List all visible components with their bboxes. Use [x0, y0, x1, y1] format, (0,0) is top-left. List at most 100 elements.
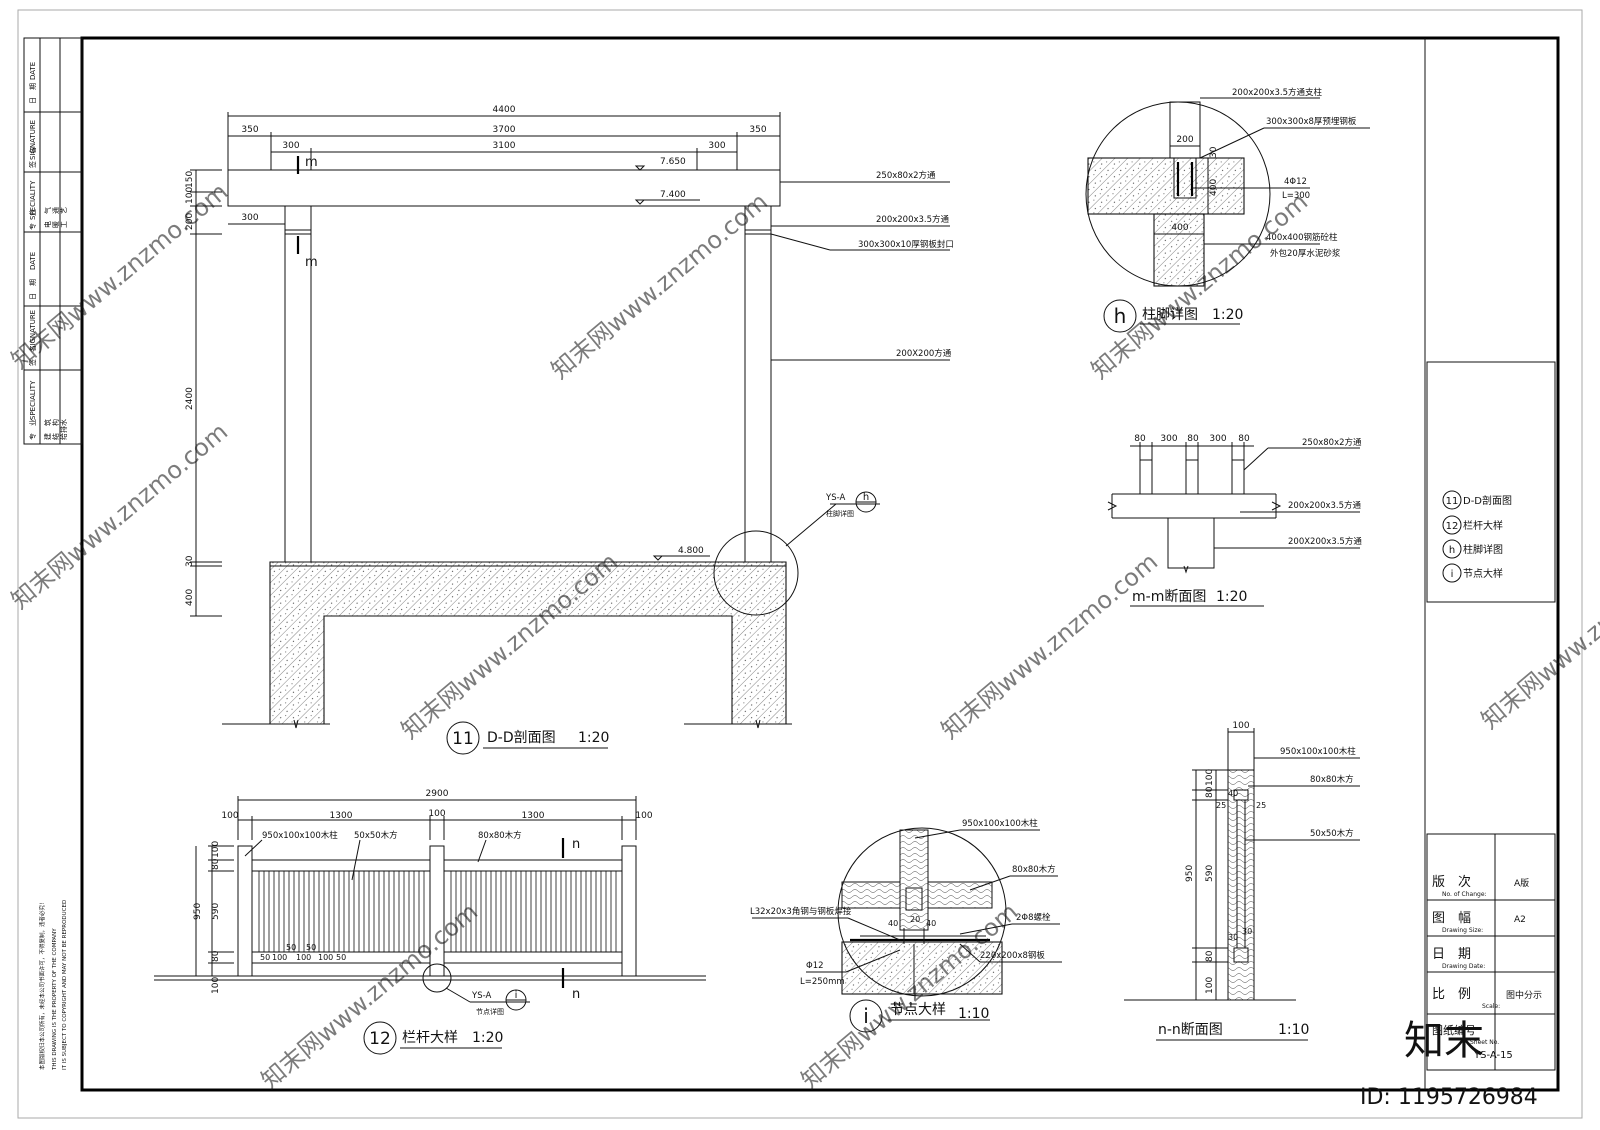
rail-baluster — [308, 870, 315, 953]
dd-dim-v150: 150 — [185, 171, 195, 188]
side-header-sign-2: SIGNATURE — [29, 310, 37, 350]
nn-section: 100 100 80 590 80 100 950 40 25 25 30 30… — [1124, 721, 1360, 1041]
node-dim-b: 20 — [910, 915, 920, 924]
rail-baluster — [550, 870, 557, 953]
dd-callout-ref: YS-A — [825, 493, 845, 503]
legend-icon-4: i — [1451, 569, 1454, 580]
legend-icon-3: h — [1449, 545, 1455, 556]
tb-val-2: A2 — [1514, 915, 1526, 925]
rail-label-rail: 80x80木方 — [478, 830, 522, 841]
tb-en-5: Sheet No. — [1470, 1039, 1499, 1046]
side-header-date-cn: 日 期 — [29, 83, 37, 104]
rail-post-left — [237, 845, 253, 977]
watermark-id: ID: 1195726984 — [1360, 1085, 1538, 1110]
rail-baluster — [328, 870, 335, 953]
side-spec-3: 工 艺 — [60, 207, 68, 228]
mm-dim-e: 80 — [1238, 434, 1250, 444]
colfoot-dim-h30: 30 — [1209, 146, 1219, 158]
rail-baluster — [258, 870, 265, 953]
rail-baluster — [500, 870, 507, 953]
rail-baluster — [348, 870, 355, 953]
drawing-legend: 11 D-D剖面图 12 栏杆大样 h 柱脚详图 i 节点大样 — [1426, 361, 1556, 603]
dd-elev-top: 7.650 — [660, 157, 686, 167]
rail-baluster — [530, 870, 537, 953]
dd-dim-v30: 30 — [185, 555, 195, 567]
mm-dim-b: 300 — [1160, 434, 1177, 444]
rail-dim-l100: 100 — [221, 811, 238, 821]
railing-elevation: 2900 100 1300 100 1300 100 100 8 — [154, 789, 706, 1055]
tb-en-1: No. of Change: — [1442, 891, 1487, 898]
side-note-en-1: THIS DRAWING IS THE PROPERTY OF THE COMP… — [52, 928, 58, 1071]
rail-dim-h100b: 100 — [211, 977, 221, 994]
nn-dim-h590: 590 — [1205, 865, 1215, 882]
dd-dim-v100: 100 — [185, 187, 195, 204]
side-spec2-1: 建 筑 — [43, 419, 52, 440]
dd-dim-v200: 200 — [185, 213, 195, 230]
colfoot-dim-w: 200 — [1176, 135, 1193, 145]
dd-dim-right: 350 — [749, 125, 766, 135]
side-spec-1: 电 气 — [43, 207, 52, 228]
dd-post-right — [744, 205, 772, 563]
legend-text-4: 节点大样 — [1463, 567, 1503, 580]
rail-dim-h590: 590 — [211, 903, 221, 920]
node-label-angle: L32x20x3角钢与钢板焊接 — [750, 906, 852, 917]
watermark-7: 知末网www.znzmo.com — [1476, 538, 1600, 735]
colfoot-label-rebar: 4Φ12 — [1284, 177, 1307, 187]
dd-dim-v400: 400 — [185, 589, 195, 606]
nn-title-scale: 1:10 — [1278, 1022, 1309, 1038]
colfoot-dim-base: 400 — [1171, 223, 1188, 233]
rail-baluster — [398, 870, 405, 953]
node-label-plate: 220x200x8钢板 — [980, 950, 1045, 961]
legend-icon-1: 11 — [1446, 496, 1459, 507]
dd-cut-m-top: m — [305, 155, 318, 170]
rail-baluster — [460, 870, 467, 953]
node-dim-a: 40 — [888, 919, 898, 928]
node-label-rail: 80x80木方 — [1012, 864, 1056, 875]
rail-baluster — [288, 870, 295, 953]
legend-text-2: 栏杆大样 — [1463, 519, 1503, 532]
rail-dim-mid100: 100 — [428, 809, 445, 819]
nn-label-baluster: 50x50木方 — [1310, 828, 1354, 839]
colfoot-label-pier: 400x400钢筋砼柱 — [1266, 232, 1338, 243]
rail-dim-s100b: 100 — [296, 953, 311, 962]
colfoot-title-id: h — [1114, 304, 1127, 328]
legend-icon-2: 12 — [1446, 521, 1459, 532]
rail-dim-span2: 1300 — [522, 811, 545, 821]
mm-dim-d: 300 — [1209, 434, 1226, 444]
node-detail: 40 20 40 950x100x100木柱 80x80木方 L32x20x3角… — [750, 818, 1062, 1033]
colfoot-label-finish: 外包20厚水泥砂浆 — [1270, 248, 1341, 259]
side-header-date-2: DATE — [29, 252, 37, 270]
rail-title-name: 栏杆大样 — [402, 1030, 458, 1046]
rail-detail-circle — [422, 963, 452, 993]
rail-baluster — [418, 870, 425, 953]
nn-dim-d40: 40 — [1228, 789, 1238, 798]
colfoot-label-post: 200x200x3.5方通支柱 — [1232, 87, 1323, 98]
rail-baluster — [610, 870, 617, 953]
tb-val-1: A版 — [1514, 877, 1529, 889]
rail-baluster — [510, 870, 517, 953]
mm-label-top: 250x80x2方通 — [1302, 437, 1362, 448]
tb-en-4: Scale: — [1482, 1003, 1500, 1010]
nn-dim-d25b: 25 — [1256, 801, 1266, 810]
rail-dim-r100: 100 — [635, 811, 652, 821]
colfoot-detail: 200 30 400 400 200x200x3.5方通支柱 300x300x8… — [1085, 87, 1370, 333]
rail-baluster — [338, 870, 345, 953]
node-label-bolt: 2Φ8螺栓 — [1016, 912, 1051, 923]
rail-baluster — [268, 870, 275, 953]
watermark-brand: 知末 — [1404, 1018, 1484, 1064]
rail-callout-desc: 节点详图 — [476, 1007, 504, 1016]
node-title-name: 节点大样 — [890, 1002, 946, 1018]
rail-callout-ref: YS-A — [471, 991, 491, 1001]
node-dim-c: 40 — [926, 919, 936, 928]
watermarks: 知末网www.znzmo.com 知末网www.znzmo.com 知末网www… — [6, 178, 1600, 1110]
dd-callout-id: h — [863, 492, 869, 503]
rail-dim-total: 2900 — [426, 789, 449, 799]
dd-label-post: 200X200方通 — [896, 348, 952, 359]
legend-text-3: 柱脚详图 — [1463, 543, 1503, 556]
rail-baluster — [540, 870, 547, 953]
dd-dim-left: 350 — [241, 125, 258, 135]
nn-post — [1227, 769, 1255, 1001]
rail-dim-h80: 80 — [211, 858, 221, 870]
tb-cn-5: 图纸编号 — [1432, 1023, 1476, 1037]
